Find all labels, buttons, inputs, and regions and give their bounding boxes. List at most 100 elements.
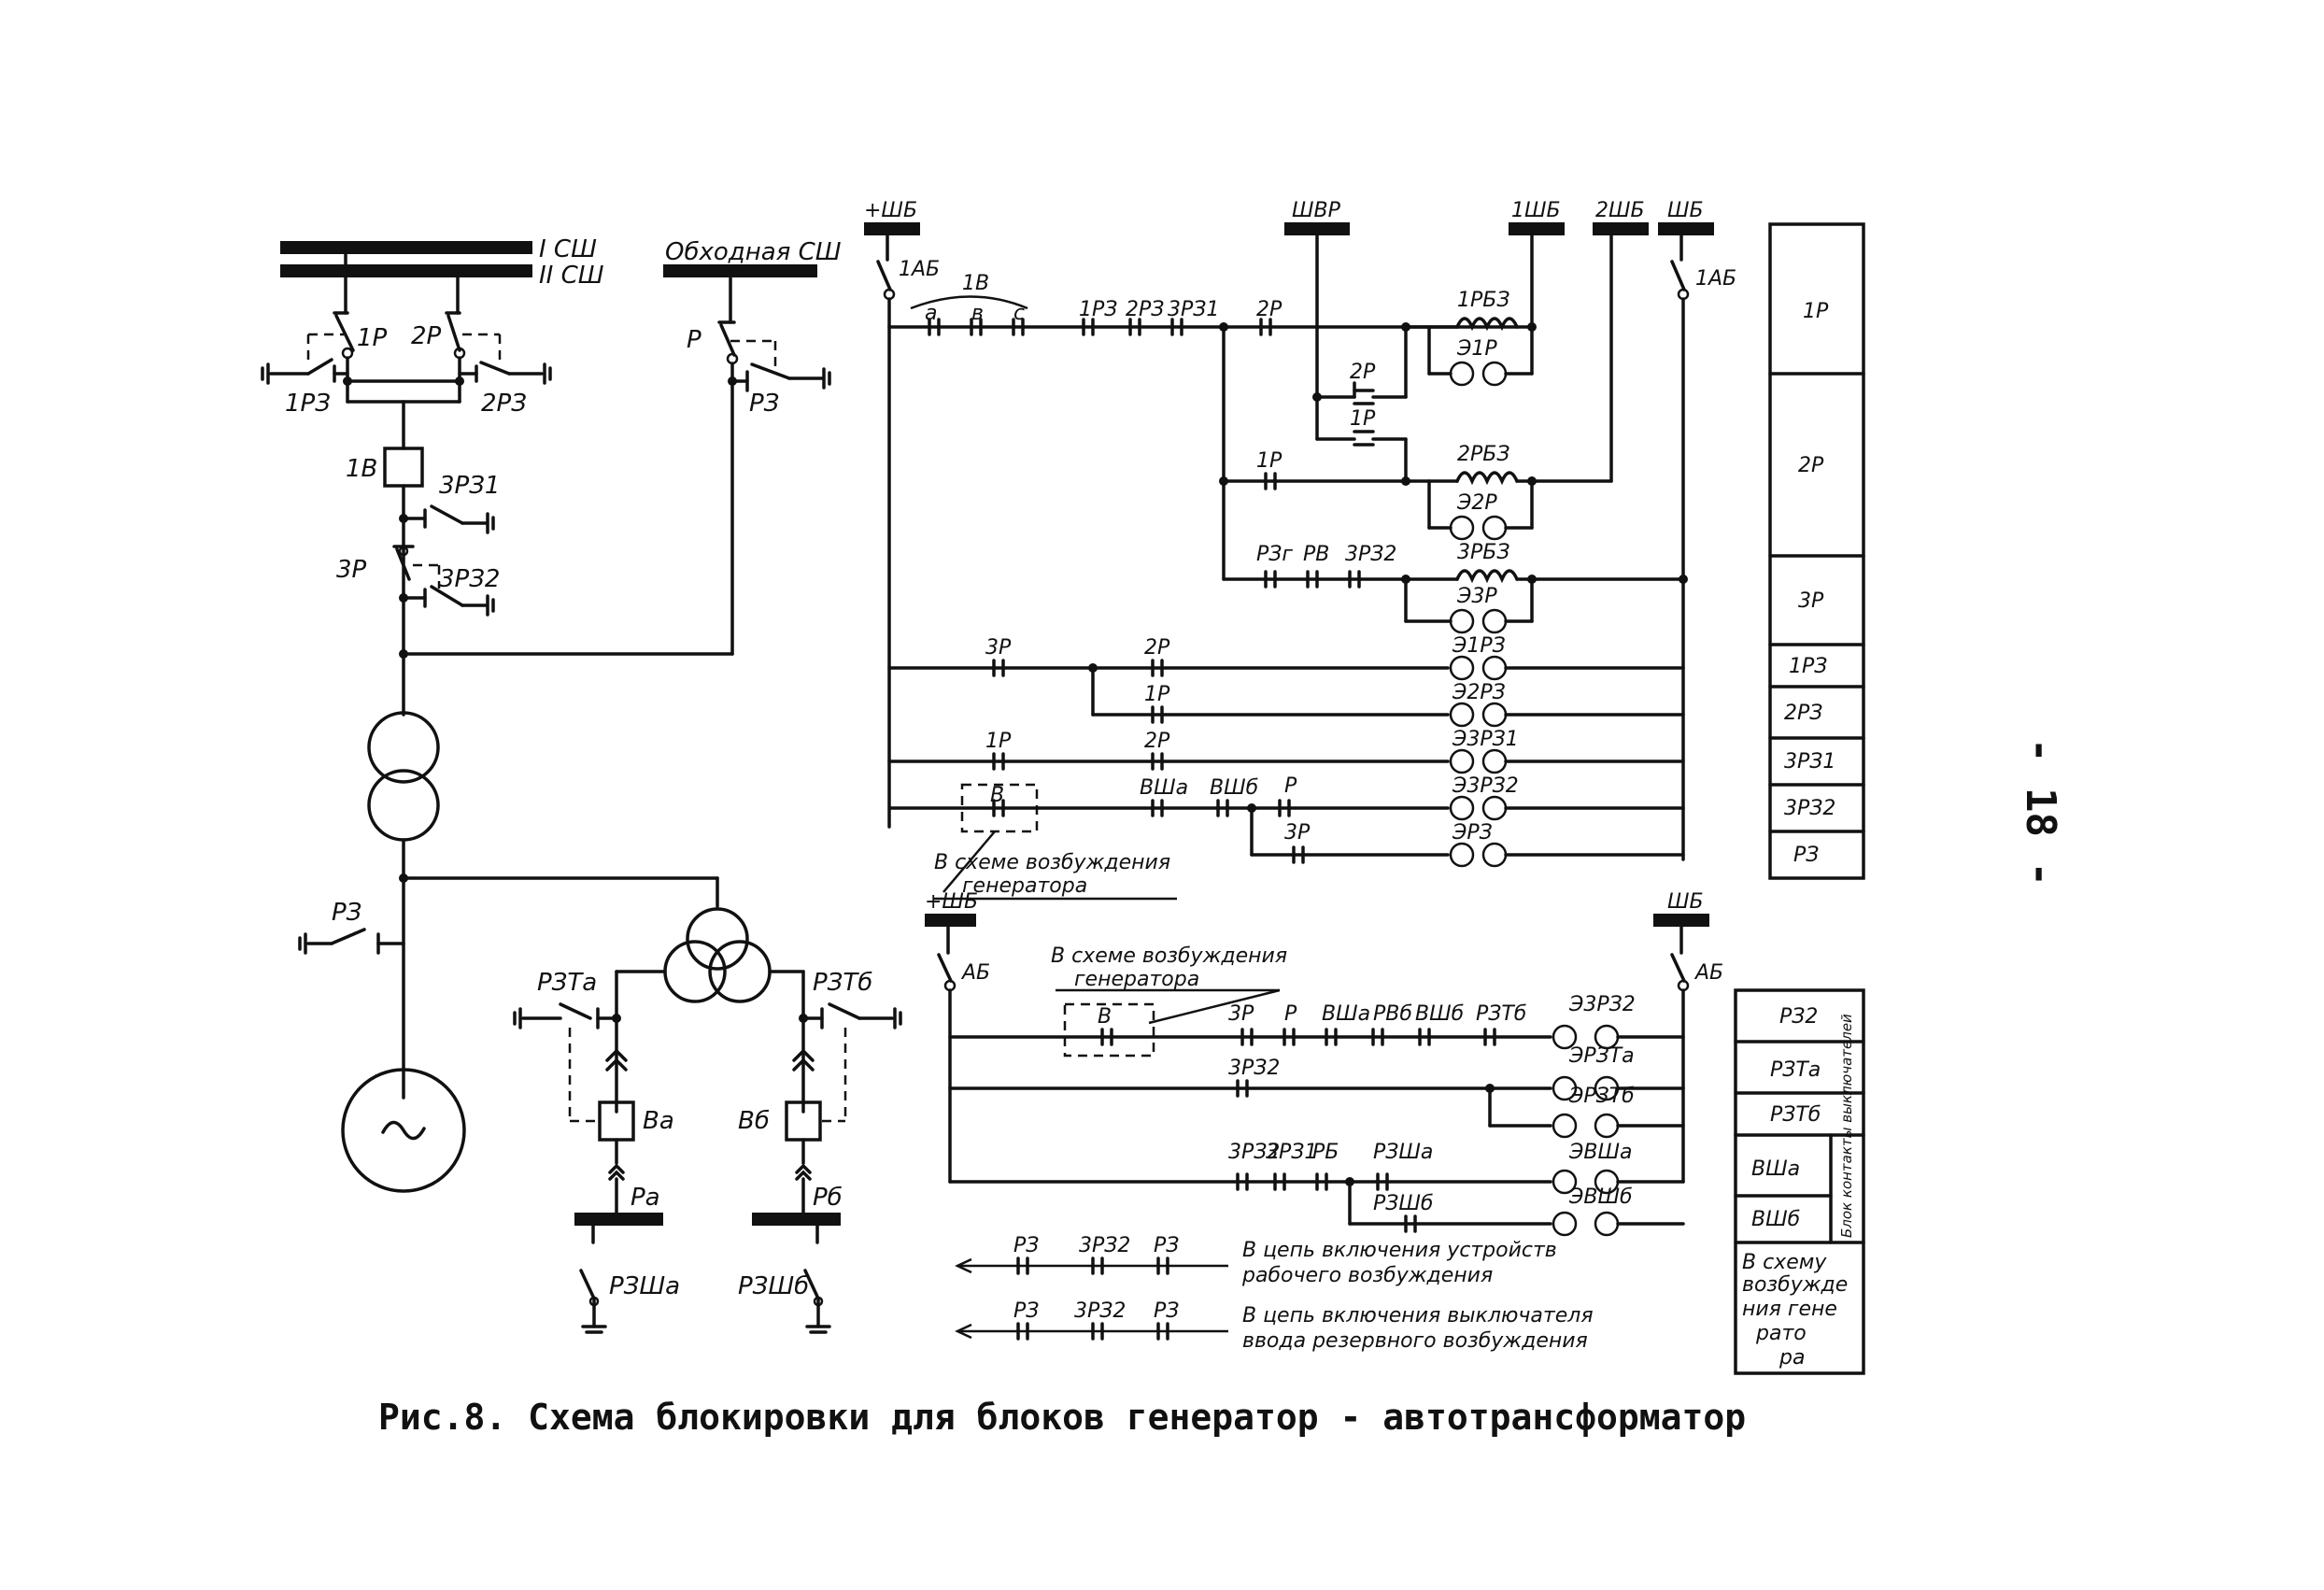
switch-ab-left-label: АБ — [960, 961, 990, 985]
svg-text:3Р: 3Р — [1284, 821, 1311, 845]
lamp-e2p-label: Э2Р — [1456, 491, 1497, 515]
svg-text:1Р: 1Р — [1256, 449, 1282, 473]
bus-1-label: I СШ — [539, 235, 597, 263]
ground-3pz1-label: 3РЗ1 — [439, 472, 500, 500]
svg-text:РВ: РВ — [1303, 543, 1329, 566]
bus-pb-label: Рб — [813, 1184, 843, 1212]
svg-text:В: В — [1098, 1005, 1112, 1029]
svg-text:РЗ: РЗ — [1013, 1234, 1039, 1257]
lamp-e3p-label: Э3Р — [1456, 585, 1497, 608]
bus-ground-pzshb-label: РЗШб — [738, 1272, 809, 1300]
power-one-line: I СШ II СШ Обходная СШ 1Р 2Р 1РЗ 2 — [261, 235, 902, 1334]
svg-text:ВШа: ВШа — [1322, 1002, 1370, 1026]
legend-bottom-row-4: ВШа — [1751, 1157, 1800, 1181]
control-schematic-bottom: +ШБ ШБ АБ АБ В схеме возбуждения генерат… — [925, 890, 1723, 1353]
page-number: - 18 - — [2017, 738, 2064, 887]
switch-ab-right-label: АБ — [1693, 961, 1723, 985]
legend-bottom-row-6-line-4: рато — [1755, 1322, 1807, 1345]
relay-1rbz-label: 1РБЗ — [1457, 289, 1509, 312]
svg-text:3Р: 3Р — [1228, 1002, 1254, 1026]
svg-text:ШБ: ШБ — [1667, 890, 1704, 914]
autotransformer-winding-1 — [686, 907, 749, 971]
lamp-bevsha-label: ЭВШа — [1568, 1141, 1632, 1164]
note-excitation-bottom-1: В схеме возбуждения — [1051, 944, 1287, 968]
svg-text:Р: Р — [1284, 1002, 1297, 1026]
svg-text:ВШа: ВШа — [1140, 776, 1188, 800]
transformer-winding-1 — [367, 711, 440, 784]
svg-text:В: В — [990, 784, 1004, 807]
breaker-bb-label: Вб — [738, 1107, 770, 1135]
svg-text:2Р: 2Р — [1144, 636, 1170, 660]
note-excitation-top-1: В схеме возбуждения — [934, 851, 1170, 874]
svg-text:3РЗ2: 3РЗ2 — [1345, 543, 1396, 566]
svg-text:2Р: 2Р — [1144, 730, 1170, 753]
legend-bottom-row-6-line-2: возбужде — [1742, 1273, 1848, 1297]
svg-text:РВб: РВб — [1373, 1002, 1412, 1026]
svg-text:1Р: 1Р — [1350, 407, 1376, 431]
svg-text:2Р: 2Р — [1256, 298, 1282, 321]
ground-2pz-label: 2РЗ — [481, 390, 527, 418]
svg-text:РЗ: РЗ — [1154, 1299, 1179, 1323]
bus-pa-label: Ра — [631, 1184, 660, 1212]
output-line-2-text-1: В цепь включения выключателя — [1242, 1304, 1594, 1327]
busbar-shvr-label: ШВР — [1292, 199, 1341, 222]
lamp-epz-label: ЭРЗ — [1452, 821, 1493, 845]
svg-text:ВШб: ВШб — [1415, 1002, 1464, 1026]
bypass-ground-label: РЗ — [749, 390, 779, 418]
svg-text:3РЗ2: 3РЗ2 — [1079, 1234, 1130, 1257]
legend-bottom-row-6-line-3: ния гене — [1742, 1298, 1837, 1321]
legend-top-row-5: 2РЗ — [1784, 702, 1822, 725]
legend-bottom-row-6-line-1: В схему — [1742, 1251, 1827, 1274]
generator-symbol — [341, 1068, 466, 1193]
svg-text:РЗг: РЗг — [1256, 543, 1293, 566]
busbar-plus-shb-label: +ШБ — [864, 199, 917, 222]
switch-1ab-left-label: 1АБ — [899, 258, 940, 281]
lamp-be3pz2-label: Э3РЗ2 — [1568, 993, 1636, 1016]
lamp-bevshb-label: ЭВШб — [1568, 1185, 1633, 1209]
svg-text:3РЗ1: 3РЗ1 — [1266, 1141, 1317, 1164]
svg-text:РЗШб: РЗШб — [1373, 1192, 1433, 1215]
breaker-1b-aux-label: 1В — [962, 272, 989, 295]
disconnector-1p-label: 1Р — [357, 324, 388, 352]
lamp-e3pz2-label: Э3РЗ2 — [1452, 774, 1519, 798]
autotransformer-winding-2 — [663, 940, 727, 1003]
svg-text:3РЗ2: 3РЗ2 — [1228, 1141, 1280, 1164]
ground-3pz2-label: 3РЗ2 — [439, 565, 500, 593]
switch-1ab-right-label: 1АБ — [1695, 267, 1736, 291]
busbar-2shb-label: 2ШБ — [1595, 199, 1645, 222]
legend-top-row-4: 1РЗ — [1789, 655, 1827, 678]
output-line-2-text-2: ввода резервного возбуждения — [1242, 1329, 1588, 1353]
svg-text:1Р: 1Р — [985, 730, 1012, 753]
bypass-bus-label: Обходная СШ — [665, 238, 842, 266]
legend-bottom-row-2: РЗТа — [1770, 1058, 1821, 1082]
svg-text:1Р: 1Р — [1144, 683, 1170, 706]
legend-top-row-3: 3Р — [1798, 589, 1824, 613]
disconnector-2p-label: 2Р — [411, 322, 442, 350]
svg-text:РЗ: РЗ — [1013, 1299, 1039, 1323]
figure-caption: Рис.8. Схема блокировки для блоков генер… — [378, 1397, 1746, 1438]
ground-pztb-label: РЗТб — [813, 969, 872, 997]
lamp-bepztb-label: ЭРЗТб — [1568, 1085, 1635, 1108]
svg-text:2РЗ: 2РЗ — [1126, 298, 1164, 321]
lamp-e1pz-label: Э1РЗ — [1452, 634, 1506, 658]
lamp-e2pz-label: Э2РЗ — [1452, 681, 1506, 704]
relay-2rbz-label: 2РБЗ — [1457, 443, 1509, 466]
control-schematic-top: +ШБ ШВР 1ШБ 2ШБ ШБ 1АБ 1АБ 1В а в с — [864, 199, 1736, 901]
svg-text:2Р: 2Р — [1350, 361, 1376, 384]
busbar-1shb-label: 1ШБ — [1511, 199, 1561, 222]
svg-text:РЗ: РЗ — [1154, 1234, 1179, 1257]
legend-table-top: 1Р 2Р 3Р 1РЗ 2РЗ 3РЗ1 3РЗ2 РЗ — [1768, 222, 1865, 880]
ground-1pz-label: 1РЗ — [285, 390, 331, 418]
legend-top-row-6: 3РЗ1 — [1784, 750, 1835, 774]
legend-bottom-row-6-line-5: ра — [1778, 1346, 1805, 1370]
legend-bottom-row-1: РЗ2 — [1779, 1005, 1818, 1029]
svg-text:РБ: РБ — [1312, 1141, 1339, 1164]
legend-table-bottom: РЗ2 РЗТа РЗТб ВШа ВШб Блок контакты выкл… — [1734, 988, 1865, 1375]
breaker-ba-label: Ва — [643, 1107, 674, 1135]
breaker-1b — [383, 447, 424, 488]
lamp-e3pz1-label: Э3РЗ1 — [1452, 728, 1519, 751]
svg-text:РЗТб: РЗТб — [1476, 1002, 1526, 1026]
busbar-shb-label: ШБ — [1667, 199, 1704, 222]
svg-text:3РЗ2: 3РЗ2 — [1228, 1057, 1280, 1080]
